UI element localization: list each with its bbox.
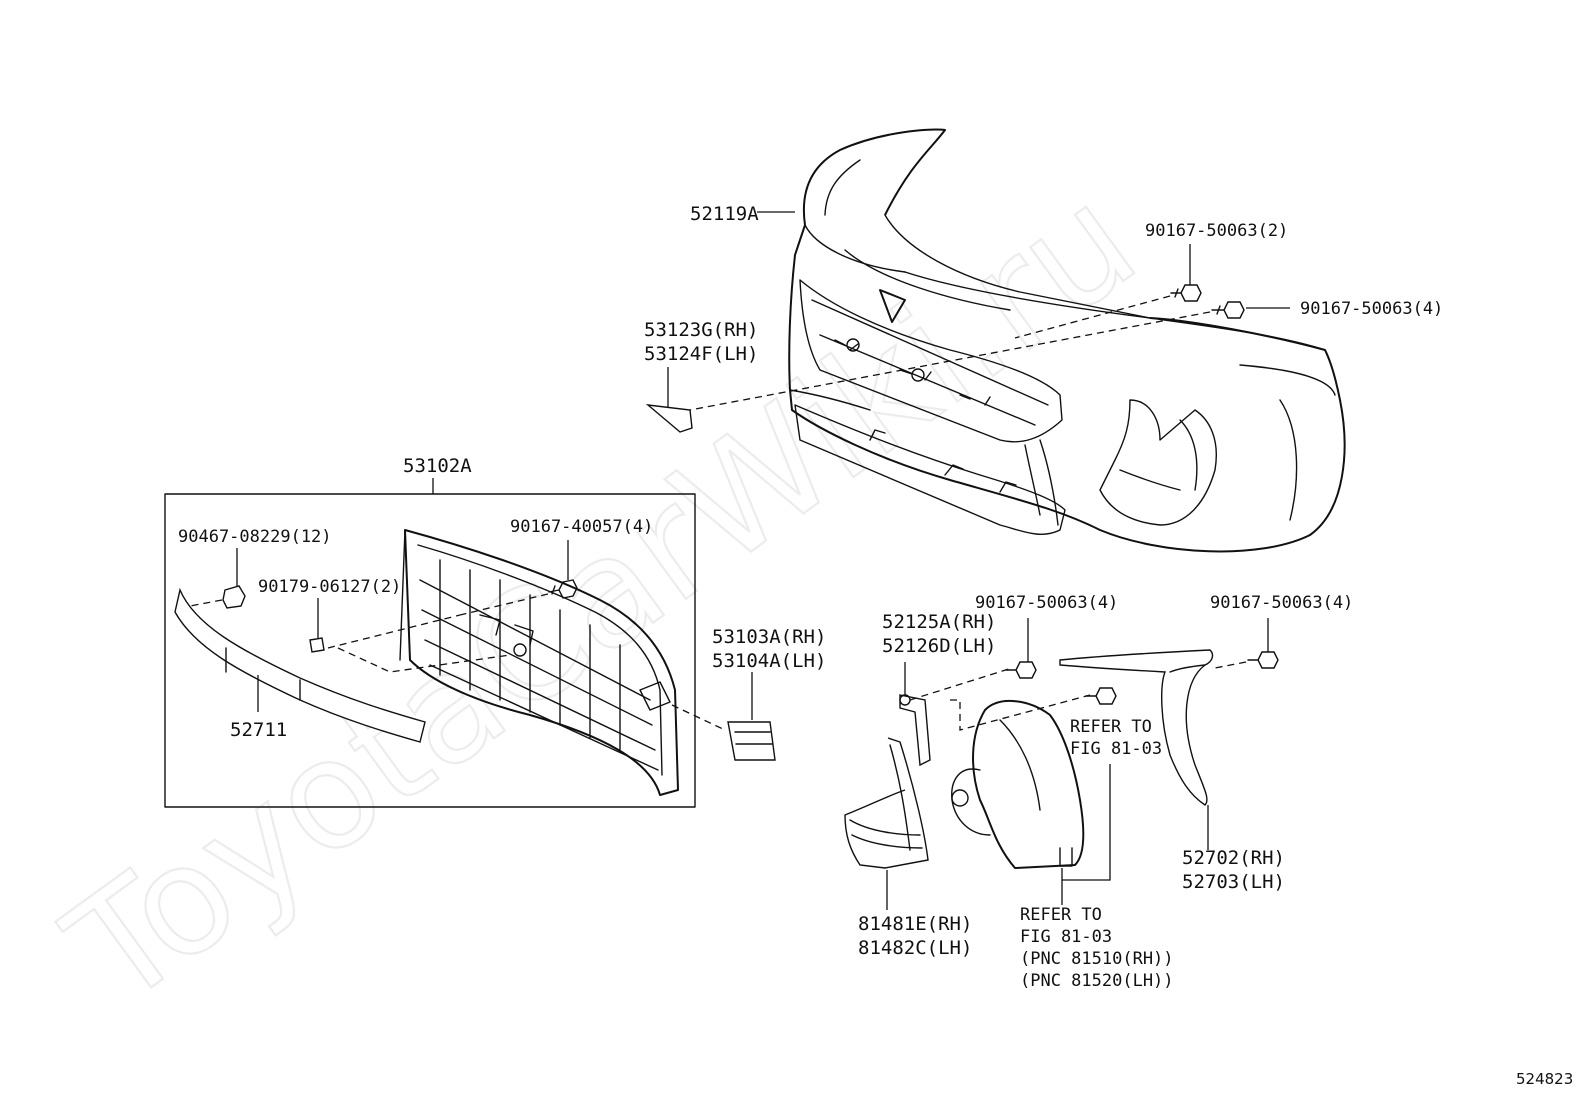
label-nut: 90179-06127(2) bbox=[258, 577, 401, 597]
grille-mesh bbox=[419, 559, 659, 771]
molding-52711-drawing bbox=[174, 587, 426, 743]
label-refer-b-line4: (PNC 81520(LH)) bbox=[1020, 971, 1174, 991]
label-refer-a-line2: FIG 81-03 bbox=[1070, 739, 1162, 759]
screw-drawing bbox=[548, 540, 578, 599]
bolt-mid-drawing bbox=[1005, 618, 1117, 705]
label-retainer-lh: 53104A(LH) bbox=[712, 650, 826, 672]
label-screw: 90167-40057(4) bbox=[510, 517, 653, 537]
label-refer-b-line2: FIG 81-03 bbox=[1020, 927, 1112, 947]
bracket-52125a-drawing bbox=[899, 662, 931, 767]
label-clip: 90467-08229(12) bbox=[178, 527, 332, 547]
label-bracket-rh: 53123G(RH) bbox=[644, 319, 758, 341]
label-molding: 52711 bbox=[230, 719, 287, 741]
label-bracket2-rh: 52125A(RH) bbox=[882, 611, 996, 633]
reflector-drawing bbox=[844, 737, 929, 910]
label-spoiler-rh: 52702(RH) bbox=[1182, 847, 1285, 869]
retainer-drawing bbox=[727, 672, 776, 761]
label-bolt-upper-2: 90167-50063(4) bbox=[1300, 299, 1443, 319]
label-bolt-mid: 90167-50063(4) bbox=[975, 593, 1118, 613]
bolt-upper-drawing bbox=[1170, 284, 1245, 319]
label-bracket-lh: 53124F(LH) bbox=[644, 343, 758, 365]
nut-drawing bbox=[309, 598, 325, 653]
label-bumper-cover: 52119A bbox=[690, 203, 759, 225]
fog-lamp-drawing bbox=[951, 699, 1085, 869]
label-refer-a-line1: REFER TO bbox=[1070, 717, 1152, 737]
label-refer-b-line1: REFER TO bbox=[1020, 905, 1102, 925]
label-bracket2-lh: 52126D(LH) bbox=[882, 635, 996, 657]
bumper-cover-drawing bbox=[788, 128, 1346, 553]
label-grille-assy: 53102A bbox=[403, 455, 472, 477]
label-reflector-lh: 81482C(LH) bbox=[858, 937, 972, 959]
label-refer-b-line3: (PNC 81510(RH)) bbox=[1020, 949, 1174, 969]
bracket-53123g-drawing bbox=[645, 367, 693, 433]
clip-drawing bbox=[222, 548, 246, 609]
label-bolt-right: 90167-50063(4) bbox=[1210, 593, 1353, 613]
label-reflector-rh: 81481E(RH) bbox=[858, 913, 972, 935]
grille-assy-box bbox=[164, 493, 696, 808]
label-retainer-rh: 53103A(RH) bbox=[712, 626, 826, 648]
label-spoiler-lh: 52703(LH) bbox=[1182, 871, 1285, 893]
bolt-right-drawing bbox=[1247, 618, 1279, 669]
label-bolt-upper-1: 90167-50063(2) bbox=[1145, 221, 1288, 241]
spoiler-drawing bbox=[1059, 649, 1214, 850]
figure-id: 524823 bbox=[1516, 1070, 1573, 1088]
grille-drawing bbox=[399, 529, 679, 796]
